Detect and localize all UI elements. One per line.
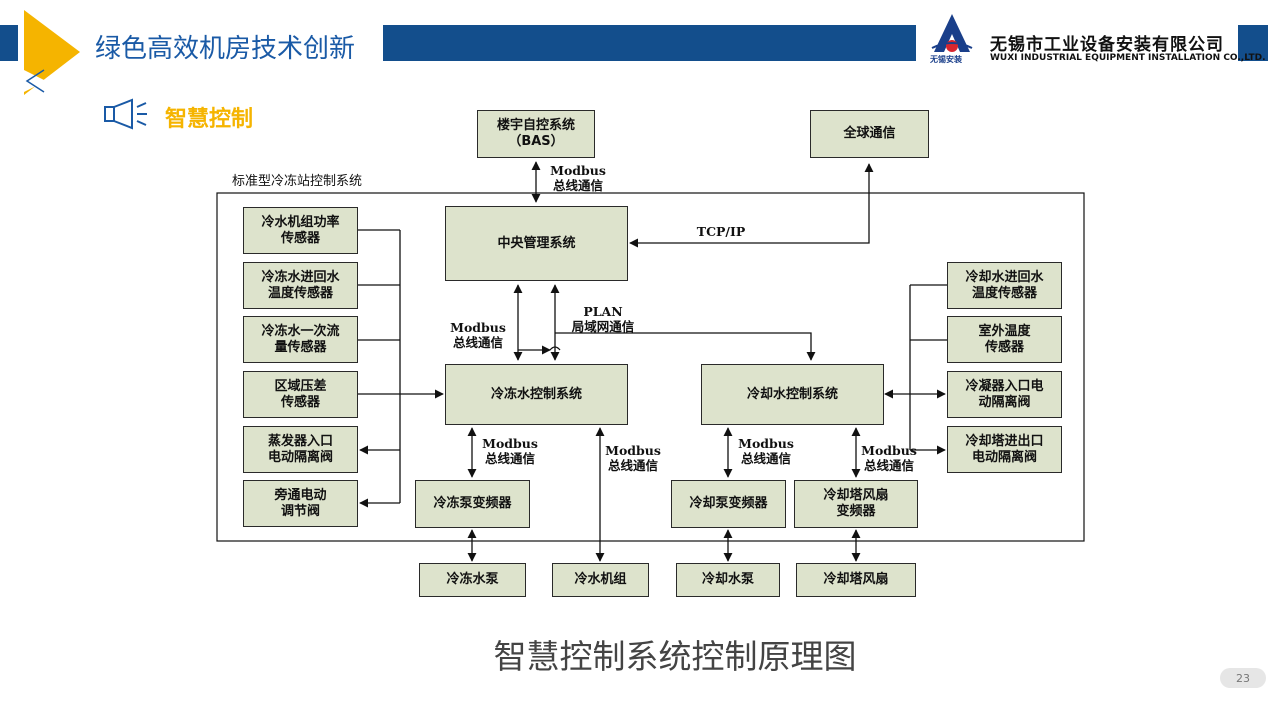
page-title: 绿色高效机房技术创新 [95, 34, 356, 64]
company-name-en: WUXI INDUSTRIAL EQUIPMENT INSTALLATION C… [990, 53, 1266, 63]
central-management-box: 中央管理系统 [445, 206, 628, 281]
sensor-cooling-temp-box: 冷却水进回水 温度传感器 [947, 262, 1062, 309]
header-bar-right [1238, 25, 1268, 61]
label-modbus-tower: Modbus 总线通信 [861, 443, 917, 473]
evaporator-valve-box: 蒸发器入口 电动隔离阀 [243, 426, 358, 473]
company-logo-icon [931, 14, 973, 52]
frame-label: 标准型冷冻站控制系统 [232, 174, 363, 189]
header-bar [383, 25, 916, 61]
sensor-chilled-flow-box: 冷冻水一次流 量传感器 [243, 316, 358, 363]
logo-text: 无锡安装 [930, 55, 962, 64]
sensor-outdoor-temp-box: 室外温度 传感器 [947, 316, 1062, 363]
label-modbus-left: Modbus 总线通信 [450, 320, 506, 350]
label-plan: PLAN 局域网通信 [571, 304, 635, 334]
label-modbus-cooling-pump: Modbus 总线通信 [738, 436, 794, 466]
tower-valve-box: 冷却塔进出口 电动隔离阀 [947, 426, 1062, 473]
company-name: 无锡市工业设备安装有限公司 [990, 35, 1224, 55]
condenser-valve-box: 冷凝器入口电 动隔离阀 [947, 371, 1062, 418]
chilled-pump-box: 冷冻水泵 [419, 563, 526, 597]
tower-fan-vfd-box: 冷却塔风扇 变频器 [794, 480, 918, 528]
megaphone-icon [104, 98, 147, 130]
cooling-water-control-box: 冷却水控制系统 [701, 364, 884, 425]
sensor-pressure-box: 区域压差 传感器 [243, 371, 358, 418]
bypass-valve-box: 旁通电动 调节阀 [243, 480, 358, 527]
chiller-box: 冷水机组 [552, 563, 649, 597]
header-arrow-icon [0, 10, 80, 95]
sensor-chilled-temp-box: 冷冻水进回水 温度传感器 [243, 262, 358, 309]
bas-box: 楼宇自控系统 （BAS） [477, 110, 595, 158]
chilled-water-control-box: 冷冻水控制系统 [445, 364, 628, 425]
global-comm-box: 全球通信 [810, 110, 929, 158]
section-title: 智慧控制 [165, 107, 254, 132]
cooling-pump-vfd-box: 冷却泵变频器 [671, 480, 786, 528]
label-modbus-chilled-pump: Modbus 总线通信 [482, 436, 538, 466]
chilled-pump-vfd-box: 冷冻泵变频器 [415, 480, 530, 528]
label-tcpip: TCP/IP [696, 224, 746, 239]
diagram-caption: 智慧控制系统控制原理图 [493, 637, 857, 676]
tower-fan-box: 冷却塔风扇 [796, 563, 916, 597]
label-modbus-top: Modbus 总线通信 [550, 163, 606, 193]
label-modbus-chiller: Modbus 总线通信 [605, 443, 661, 473]
sensor-chiller-power-box: 冷水机组功率 传感器 [243, 207, 358, 254]
cooling-pump-box: 冷却水泵 [676, 563, 780, 597]
page-number: 23 [1220, 668, 1266, 688]
